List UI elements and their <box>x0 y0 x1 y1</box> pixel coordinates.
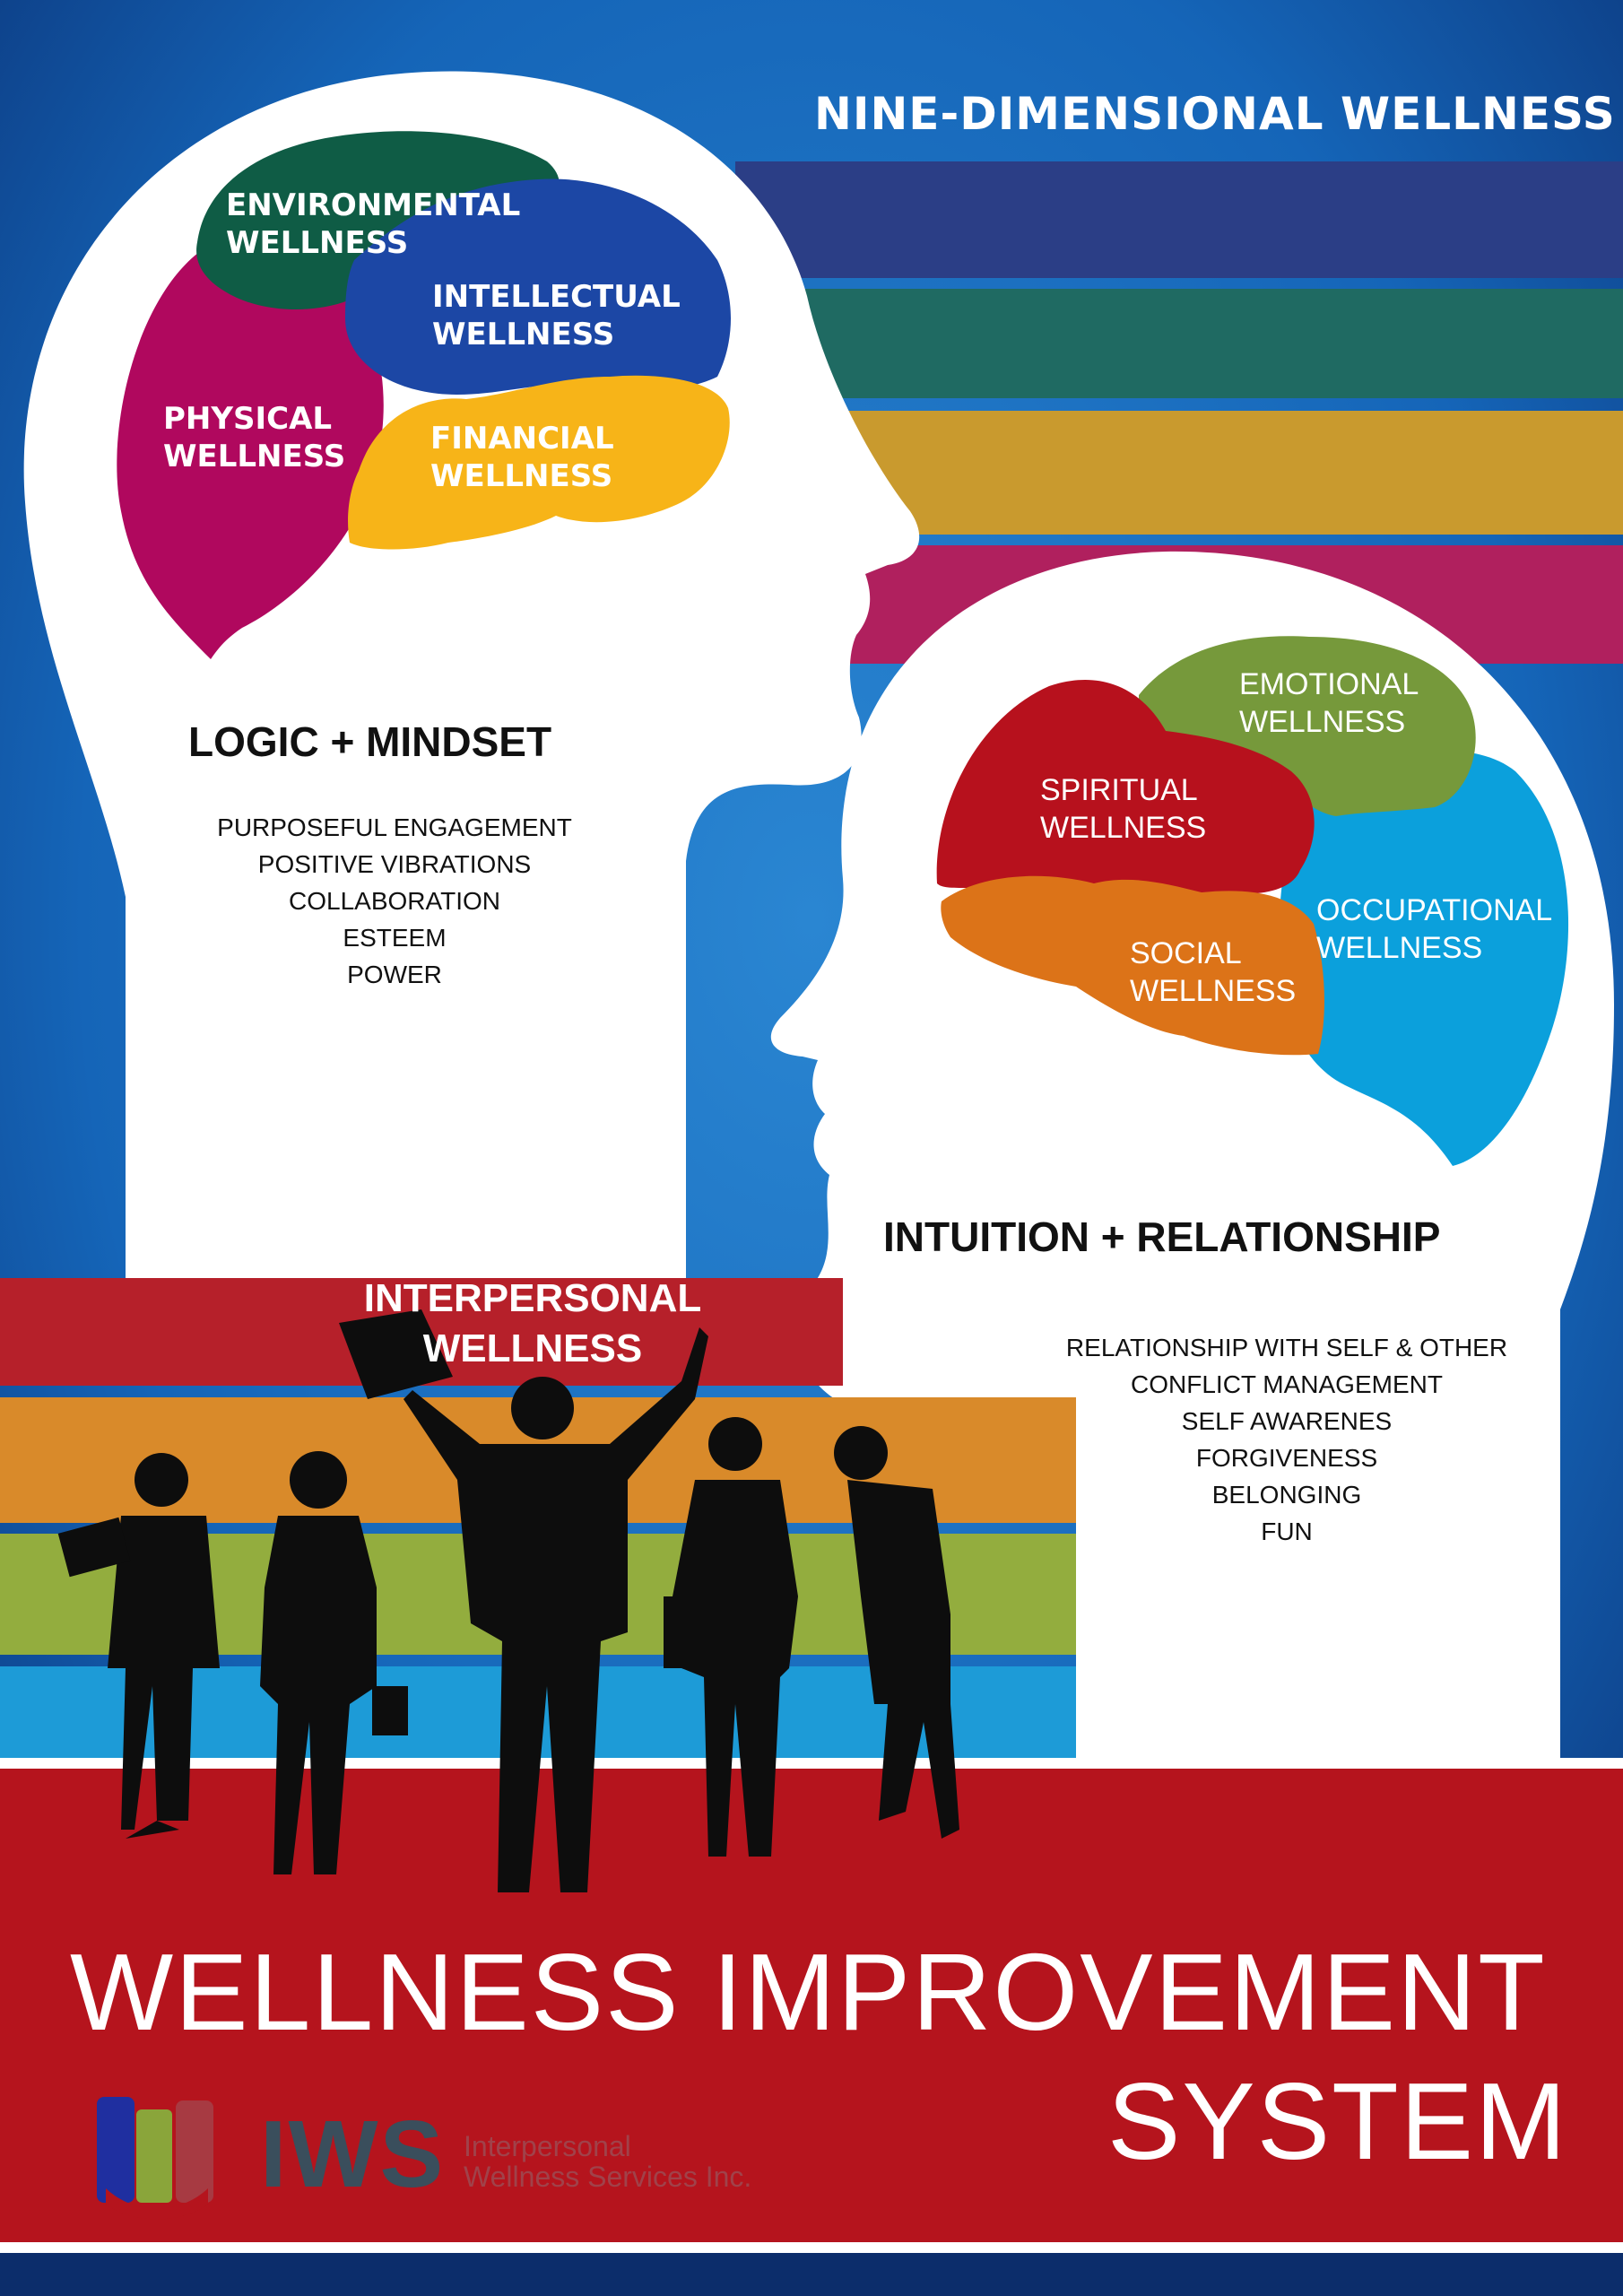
list-item: CONFLICT MANAGEMENT <box>1131 1370 1443 1398</box>
right-brain <box>936 636 1569 1166</box>
list-item: SELF AWARENES <box>1181 1407 1393 1435</box>
iws-logo-mark <box>97 2097 213 2220</box>
list-item: BELONGING <box>1211 1481 1362 1509</box>
list-item: FORGIVENESS <box>1195 1444 1378 1472</box>
lobe-physical <box>117 231 384 659</box>
footer-panel <box>0 1769 1623 2242</box>
system-title-line1: WELLNESS IMPROVEMENT <box>70 1931 1547 2053</box>
band-teal <box>735 289 1623 398</box>
list-item: RELATIONSHIP WITH SELF & OTHER <box>1065 1334 1508 1361</box>
lobe-financial <box>348 375 730 550</box>
people-silhouettes <box>57 1309 959 1892</box>
lobe-spiritual <box>936 680 1315 896</box>
list-item: FUN <box>1261 1518 1313 1545</box>
poster-title: NINE-DIMENSIONAL WELLNESS <box>814 88 1616 140</box>
list-item: PURPOSEFUL ENGAGEMENT <box>217 813 572 841</box>
intuition-relationship-heading: INTUITION + RELATIONSHIP <box>883 1213 1441 1260</box>
person-woman-with-bag <box>260 1451 408 1874</box>
logic-mindset-heading: LOGIC + MINDSET <box>188 718 552 765</box>
person-looking-down <box>834 1426 959 1839</box>
list-item: POWER <box>347 961 442 988</box>
left-brain <box>117 131 731 659</box>
lobe-environmental <box>196 131 560 309</box>
system-title-line2: SYSTEM <box>1107 2060 1568 2182</box>
intuition-relationship-list: RELATIONSHIP WITH SELF & OTHER CONFLICT … <box>1013 1329 1560 1550</box>
person-with-laptop <box>57 1453 220 1839</box>
logo-name: IWS <box>260 2101 446 2207</box>
person-cheering <box>339 1309 708 1892</box>
logic-mindset-list: PURPOSEFUL ENGAGEMENT POSITIVE VIBRATION… <box>161 809 628 993</box>
lobe-intellectual <box>345 178 731 395</box>
person-with-folder <box>664 1417 798 1857</box>
footer-divider <box>0 1758 1623 1769</box>
footer-strip <box>0 2253 1623 2296</box>
lobe-emotional <box>1139 636 1476 816</box>
band-navy <box>735 161 1623 278</box>
footer-line <box>0 2242 1623 2253</box>
list-item: COLLABORATION <box>289 887 500 915</box>
list-item: ESTEEM <box>343 924 447 952</box>
list-item: POSITIVE VIBRATIONS <box>257 850 532 878</box>
lobe-occupational <box>1279 750 1569 1166</box>
lobe-social <box>941 875 1324 1056</box>
